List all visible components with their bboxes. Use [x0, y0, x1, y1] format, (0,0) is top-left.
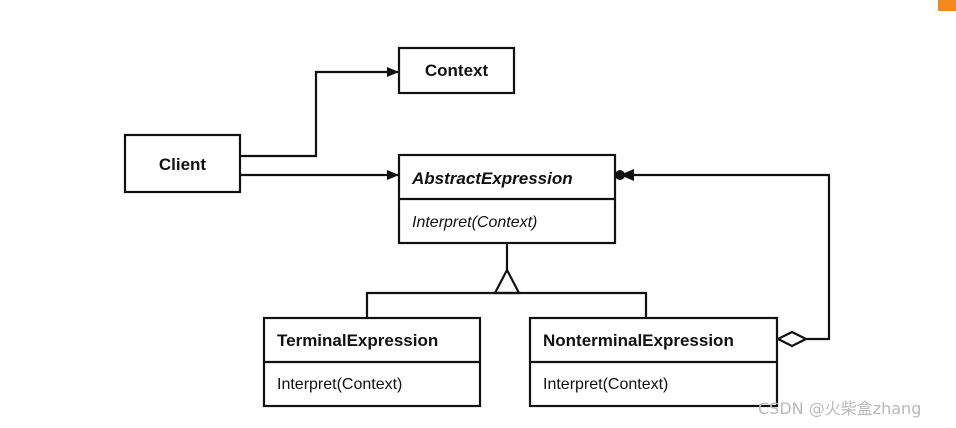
abstract-expression-class: AbstractExpression Interpret(Context) — [397, 153, 617, 245]
nonterminal-expression-name: NonterminalExpression — [543, 331, 734, 350]
aggregation-dot — [615, 170, 625, 180]
inheritance-triangle — [493, 267, 521, 295]
nonterminal-expression-class: NonterminalExpression Interpret(Context) — [528, 316, 779, 408]
context-class-name: Context — [425, 61, 489, 80]
aggregation-connector — [615, 169, 831, 348]
inheritance-connector — [365, 243, 648, 318]
terminal-expression-operation: Interpret(Context) — [277, 376, 402, 393]
abstract-expression-operation: Interpret(Context) — [412, 214, 537, 231]
context-class: Context — [397, 46, 516, 95]
abstract-expression-name: AbstractExpression — [411, 169, 573, 188]
terminal-expression-name: TerminalExpression — [277, 331, 438, 350]
nonterminal-expression-operation: Interpret(Context) — [543, 376, 668, 393]
aggregation-arrowhead — [620, 169, 634, 181]
client-class: Client — [123, 133, 242, 194]
aggregation-diamond — [775, 330, 809, 348]
watermark-text: CSDN @火柴盒zhang — [758, 399, 921, 418]
terminal-expression-class: TerminalExpression Interpret(Context) — [262, 316, 482, 408]
corner-tab — [938, 0, 956, 11]
client-class-name: Client — [159, 155, 207, 174]
client-to-context-arrow — [240, 67, 399, 158]
